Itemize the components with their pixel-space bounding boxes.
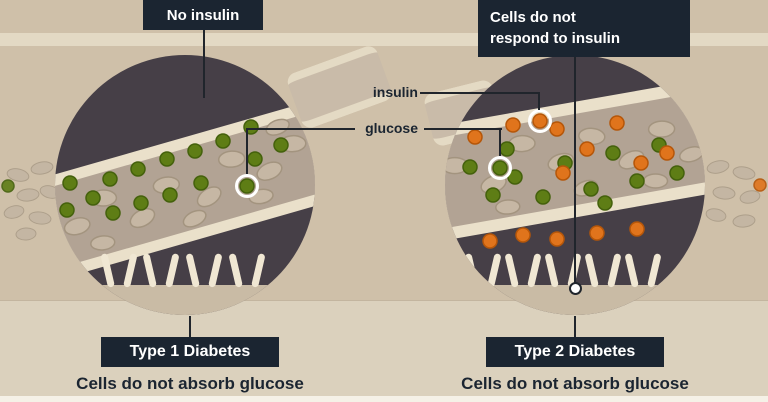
type1-diabetes-label: Type 1 Diabetes xyxy=(101,337,279,367)
glucose-dot-highlight xyxy=(235,174,259,198)
type1-connector-line xyxy=(189,316,191,338)
glucose-pointer-line-left-h xyxy=(247,128,355,130)
type2-diabetes-label: Type 2 Diabetes xyxy=(486,337,664,367)
glucose-dots xyxy=(59,119,289,221)
glucose-pointer-line-right-v xyxy=(499,128,501,156)
type1-caption: Cells do not absorb glucose xyxy=(76,374,304,393)
no-insulin-pointer-line xyxy=(203,30,205,98)
background-blood-cells-right xyxy=(705,160,767,228)
insulin-dots xyxy=(467,115,675,249)
insulin-dot-highlight xyxy=(528,109,552,133)
glucose-pointer-line-left-v xyxy=(246,128,248,174)
glucose-dot-highlight xyxy=(488,156,512,180)
glucose-legend-label: glucose xyxy=(365,120,418,136)
insulin-pointer-line-h xyxy=(420,92,540,94)
insulin-pointer-line-v xyxy=(538,92,540,110)
no-respond-pointer-line xyxy=(574,57,576,285)
cells-no-respond-label: Cells do not respond to insulin xyxy=(478,0,690,57)
cells-no-respond-line2: respond to insulin xyxy=(490,29,620,47)
no-insulin-label: No insulin xyxy=(143,0,263,30)
tissue xyxy=(55,285,315,315)
type1-diabetes-illustration xyxy=(55,55,315,315)
background-bottom-strip xyxy=(0,396,768,402)
type2-connector-line xyxy=(574,316,576,338)
glucose-pointer-line-right-h xyxy=(424,128,502,130)
type2-caption: Cells do not absorb glucose xyxy=(461,374,689,393)
insulin-legend-label: insulin xyxy=(372,84,418,100)
cells-no-respond-line1: Cells do not xyxy=(490,9,576,27)
receptor-marker-dot xyxy=(569,282,582,295)
background-blood-cells-left xyxy=(1,161,61,241)
type2-diabetes-illustration xyxy=(445,55,705,315)
